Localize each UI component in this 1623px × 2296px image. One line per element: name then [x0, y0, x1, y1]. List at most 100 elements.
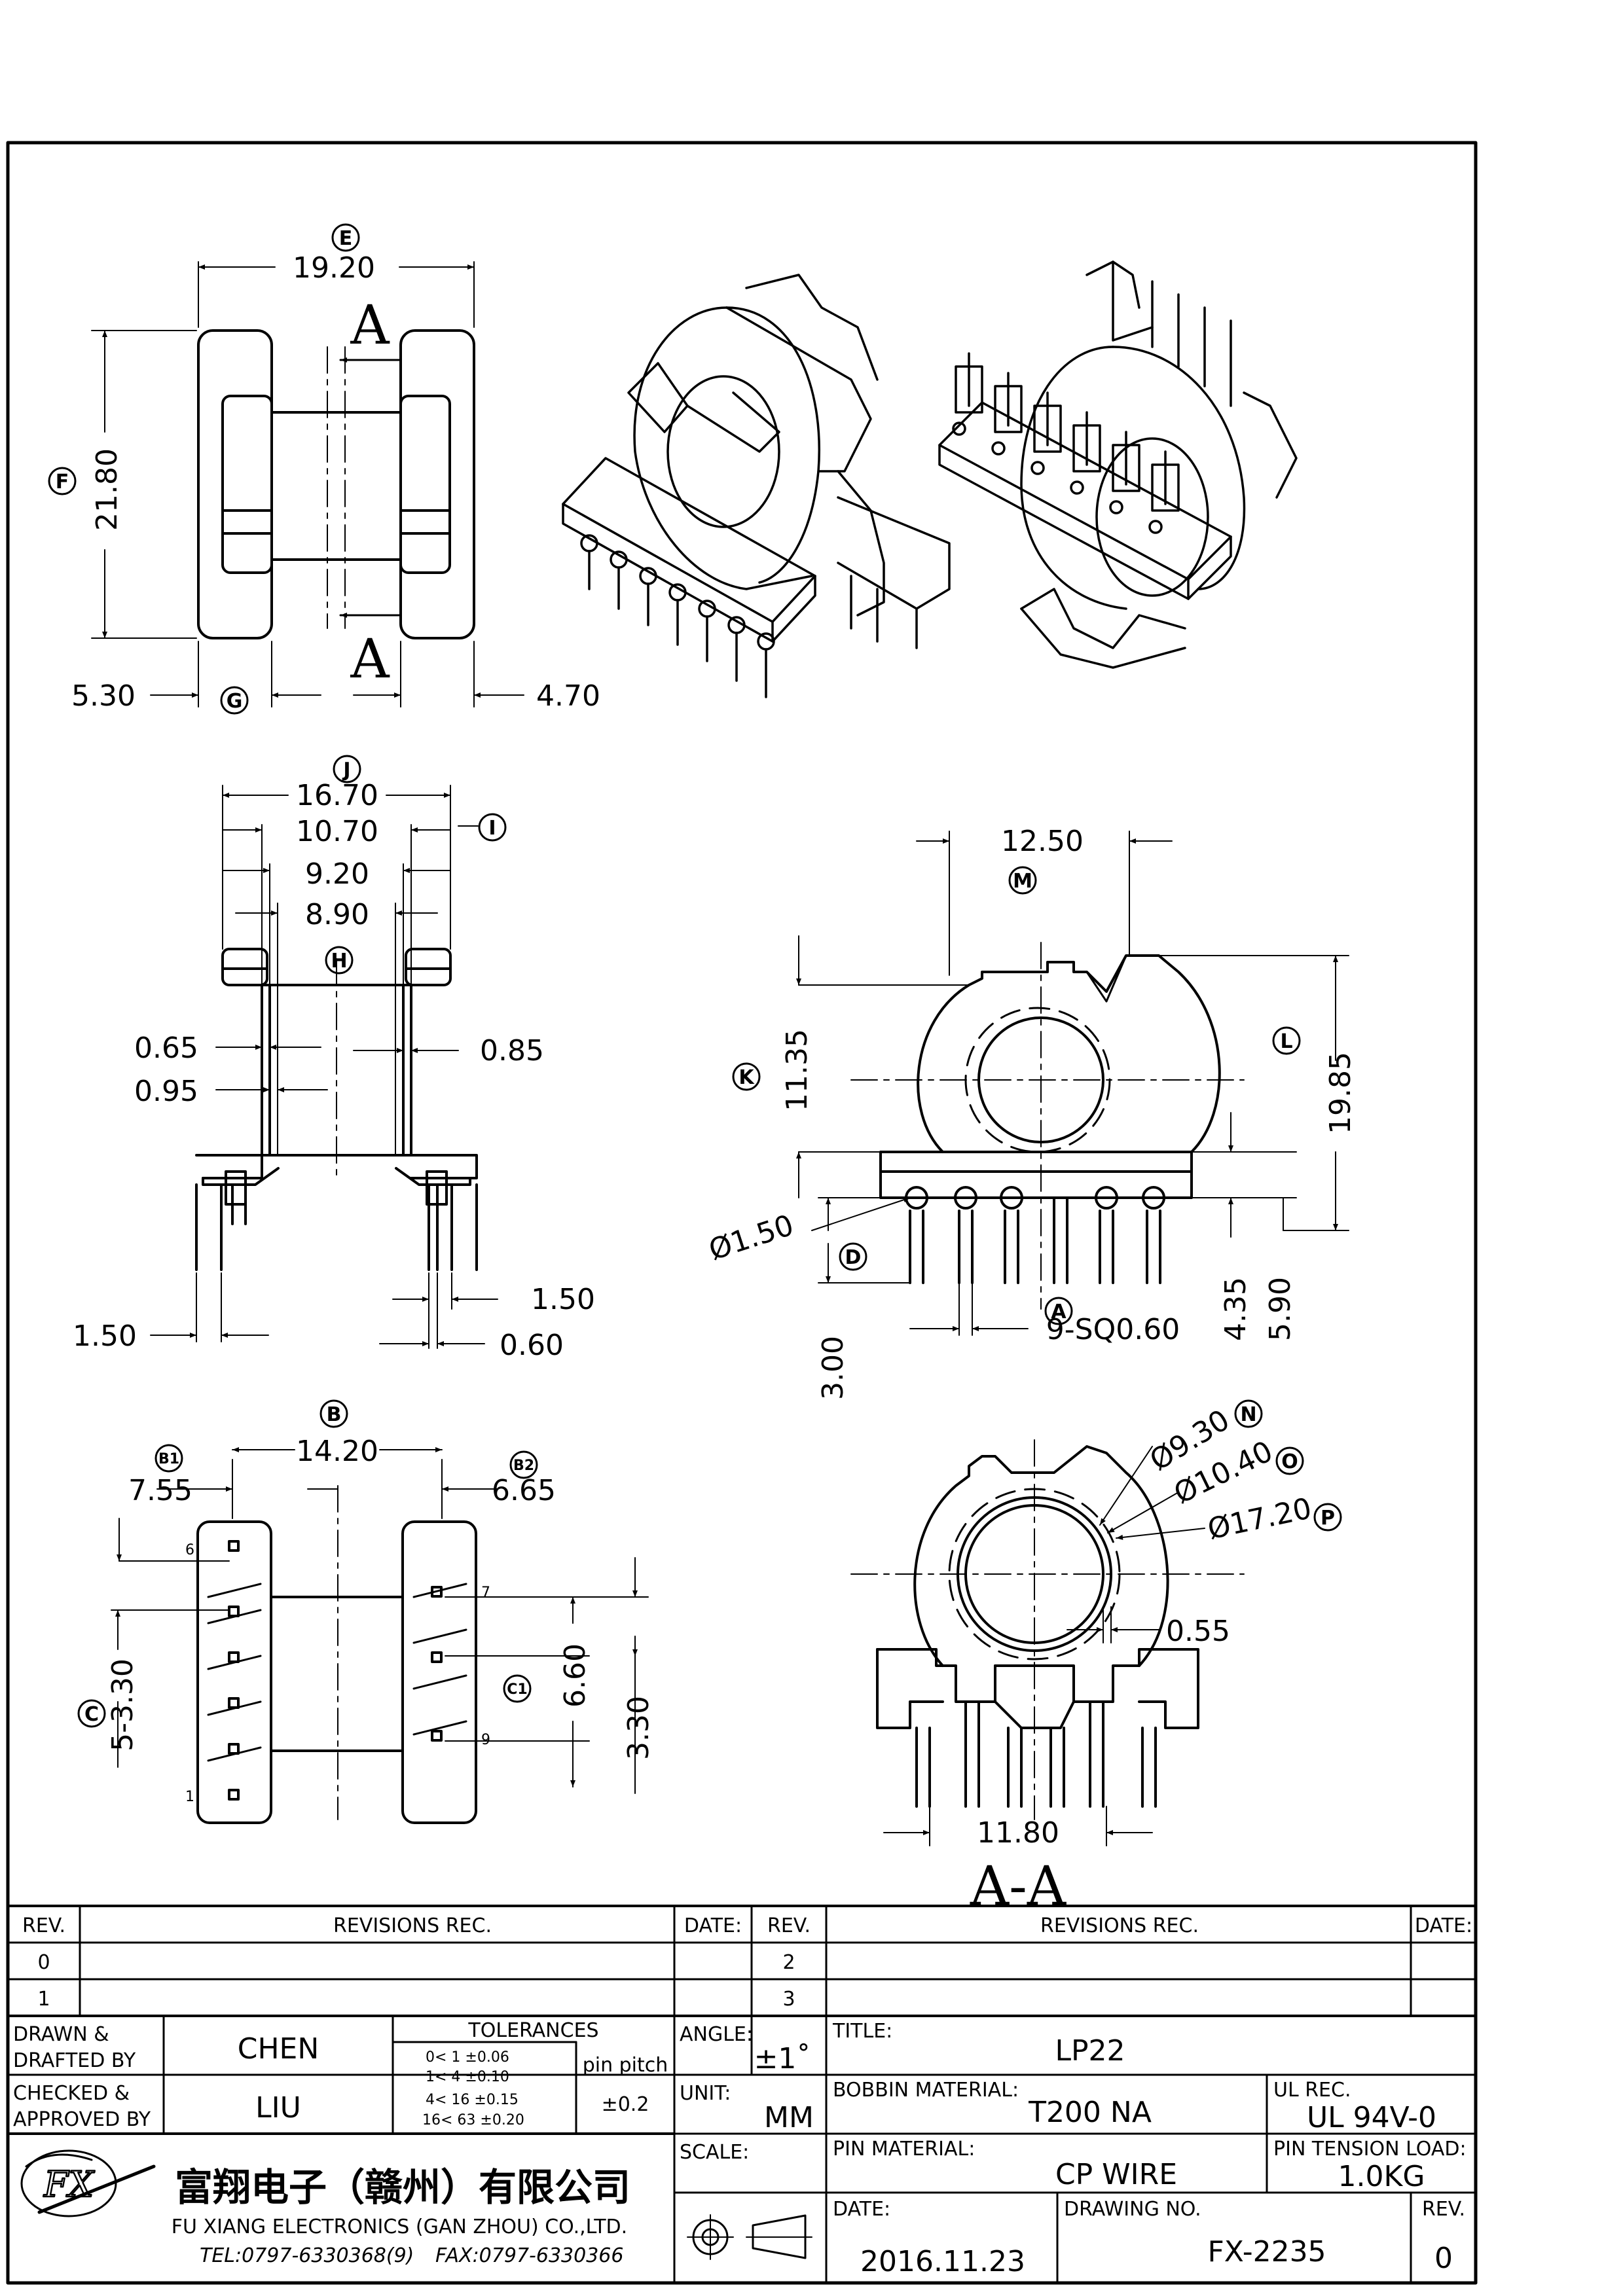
- dim-095-value: 0.95: [134, 1075, 198, 1108]
- dim-055-value: 0.55: [1166, 1615, 1230, 1648]
- checked-label: CHECKED &: [13, 2082, 130, 2105]
- circle-marker-k: K: [732, 1062, 761, 1091]
- dim-e-value: 19.20: [293, 251, 375, 285]
- isometric-view-left: [562, 274, 951, 698]
- pin-pitch-tolerance: ±0.2: [602, 2093, 649, 2116]
- drafted-label: DRAFTED BY: [13, 2049, 136, 2072]
- circle-marker-d: D: [839, 1242, 867, 1271]
- dim-l-value: 19.85: [1324, 1052, 1357, 1134]
- company-name-cn: 富翔电子（赣州）有限公司: [175, 2165, 630, 2210]
- ul-rec-label: UL REC.: [1273, 2079, 1351, 2102]
- circle-marker-h: H: [325, 946, 354, 975]
- marker-f-text: F: [56, 471, 69, 493]
- dim-m-value: 12.50: [1001, 825, 1084, 858]
- top-view: [91, 261, 524, 708]
- dim-h-value: 8.90: [305, 898, 369, 931]
- tolerance-row-3: 4< 16 ±0.15: [426, 2092, 519, 2108]
- title-value: LP22: [1055, 2034, 1125, 2068]
- rev-value: 0: [1434, 2242, 1453, 2275]
- marker-j-text: J: [342, 759, 350, 781]
- dim-060-value: 0.60: [500, 1329, 564, 1362]
- bobbin-material-label: BOBBIN MATERIAL:: [833, 2079, 1019, 2102]
- date-header-right: DATE:: [1415, 1914, 1472, 1937]
- marker-b1-text: B1: [158, 1451, 179, 1467]
- section-title: A-A: [970, 1856, 1067, 1918]
- pin-9-label: 9: [481, 1732, 490, 1748]
- dim-pin-value: Ø1.50: [705, 1208, 798, 1266]
- marker-o-text: O: [1281, 1450, 1298, 1473]
- dim-b2-value: 6.65: [492, 1474, 556, 1507]
- circle-marker-l: L: [1272, 1026, 1301, 1055]
- pin-tension-value: 1.0KG: [1338, 2160, 1425, 2193]
- title-label: TITLE:: [832, 2020, 892, 2043]
- dim-92-value: 9.20: [305, 857, 369, 891]
- circle-marker-j: J: [333, 755, 361, 783]
- marker-d-text: D: [845, 1246, 862, 1269]
- marker-g-text: G: [227, 690, 243, 713]
- pin-material-label: PIN MATERIAL:: [833, 2138, 975, 2161]
- dim-f-value: 21.80: [90, 448, 124, 531]
- isometric-view-right: [938, 260, 1298, 669]
- marker-p-text: P: [1321, 1507, 1335, 1530]
- rev-header-left: REV.: [22, 1914, 65, 1937]
- pin-7-label: 7: [481, 1585, 490, 1601]
- circle-marker-o: O: [1275, 1446, 1304, 1475]
- dim-b-value: 14.20: [296, 1435, 378, 1468]
- marker-m-text: M: [1013, 870, 1032, 893]
- dim-1180-value: 11.80: [977, 1816, 1059, 1850]
- rev-header-right: REV.: [767, 1914, 811, 1937]
- section-label-top: A: [350, 295, 390, 357]
- section-label-bottom: A: [350, 628, 390, 691]
- side-view: [796, 831, 1349, 1336]
- tolerance-row-2: 1< 4 ±0.10: [426, 2069, 509, 2085]
- dim-065-value: 0.65: [134, 1031, 198, 1065]
- rev-label: REV.: [1422, 2198, 1465, 2221]
- company-name-en: FU XIANG ELECTRONICS (GAN ZHOU) CO.,LTD.: [172, 2215, 627, 2238]
- date-header-left: DATE:: [684, 1914, 742, 1937]
- rev-0: 0: [37, 1951, 50, 1974]
- rev-3: 3: [782, 1988, 795, 2011]
- sheet-border: [6, 141, 1478, 2285]
- dim-j-value: 16.70: [296, 779, 378, 812]
- marker-l-text: L: [1280, 1030, 1292, 1053]
- circle-marker-c1: C1: [503, 1674, 532, 1703]
- date-value: 2016.11.23: [860, 2245, 1025, 2278]
- dim-590-value: 5.90: [1264, 1277, 1297, 1341]
- circle-marker-n: N: [1234, 1399, 1263, 1428]
- revisions-rec-right: REVISIONS REC.: [1040, 1914, 1199, 1937]
- marker-b2-text: B2: [513, 1458, 534, 1474]
- revisions-rec-left: REVISIONS REC.: [333, 1914, 492, 1937]
- date-label: DATE:: [833, 2198, 890, 2221]
- marker-a-text: A: [1051, 1300, 1067, 1323]
- reference-markers: E F G J I H M K L D A B B1 B2 C C1 N O P: [48, 223, 1342, 1728]
- dim-c1-value: 6.60: [558, 1643, 592, 1708]
- dim-right-value: 4.70: [536, 679, 600, 713]
- company-fax: FAX:0797-6330366: [435, 2244, 623, 2267]
- bottom-view: [111, 1447, 649, 1824]
- dim-c-value: 5-3.30: [106, 1659, 139, 1751]
- angle-value: ±1˚: [754, 2042, 811, 2075]
- dim-085-value: 0.85: [480, 1034, 544, 1067]
- dim-150a-value: 1.50: [73, 1319, 137, 1353]
- marker-i-text: I: [488, 817, 496, 840]
- approved-label: APPROVED BY: [13, 2108, 151, 2131]
- title-block: [7, 2015, 1477, 2284]
- bobbin-material-value: T200 NA: [1028, 2096, 1152, 2129]
- unit-value: MM: [764, 2101, 814, 2134]
- dim-330-value: 3.30: [622, 1696, 655, 1760]
- ul-rec-value: UL 94V-0: [1307, 2101, 1436, 2134]
- dim-k-value: 11.35: [780, 1029, 814, 1111]
- approved-by-value: LIU: [255, 2091, 301, 2125]
- dim-b1-value: 7.55: [128, 1474, 192, 1507]
- front-view: [150, 785, 498, 1349]
- marker-k-text: K: [739, 1066, 755, 1089]
- dim-d-value: 3.00: [816, 1336, 850, 1400]
- dim-150b-value: 1.50: [531, 1283, 595, 1316]
- tolerances-label: TOLERANCES: [467, 2019, 598, 2042]
- pin-pitch-label: pin pitch: [583, 2054, 668, 2077]
- drawn-label: DRAWN &: [13, 2023, 109, 2046]
- dim-p-value: Ø17.20: [1205, 1492, 1315, 1546]
- pin-6-label: 6: [185, 1542, 194, 1558]
- circle-marker-a: A: [1044, 1297, 1073, 1325]
- circle-marker-c: C: [77, 1699, 106, 1728]
